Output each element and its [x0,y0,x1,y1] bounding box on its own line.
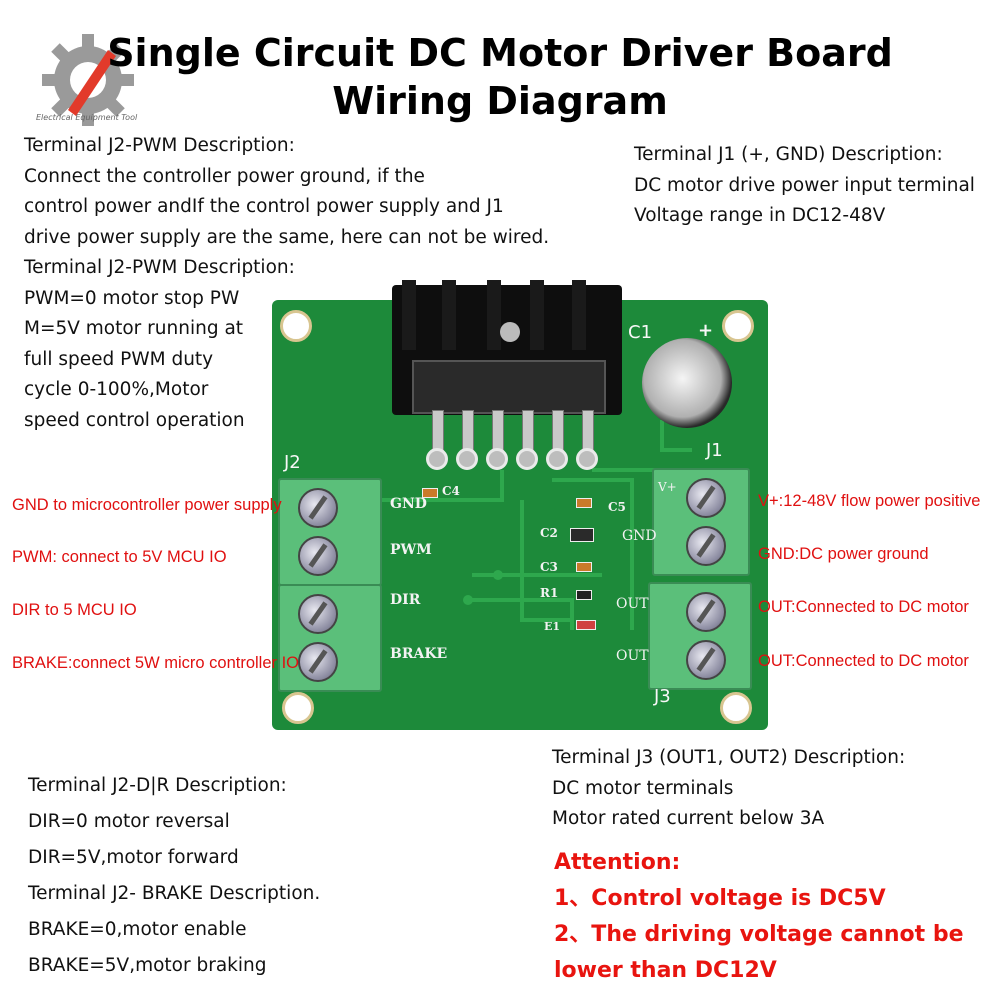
silk-c2: C2 [540,526,558,540]
logo-text: Electrical Equipment Tool [36,113,138,122]
mounting-hole [720,692,752,724]
attention-item: 2、The driving voltage cannot be [554,922,964,947]
j2-label: J2 [284,452,301,473]
j2-brake-screw [298,642,338,682]
desc-line: BRAKE=0,motor enable [28,919,247,940]
smd-component [570,528,594,542]
j2-pwm-screw [298,536,338,576]
heatsink-fin [572,280,586,350]
desc-line: Motor rated current below 3A [552,808,825,829]
desc-line: Connect the controller power ground, if … [24,165,425,187]
desc-line: control power andIf the control power su… [24,196,504,217]
desc-line: cycle 0-100%,Motor [24,379,209,400]
desc-line: BRAKE=5V,motor braking [28,955,267,976]
j3-out2-screw [686,640,726,680]
silk-c5: C5 [608,500,626,514]
attention-heading: Attention: [554,850,681,875]
smd-component [576,498,592,508]
desc-line: DC motor terminals [552,777,734,799]
j1-gnd-screw [686,526,726,566]
mounting-hole [280,310,312,342]
silk-e1: E1 [544,620,561,633]
desc-line: full speed PWM duty [24,348,214,370]
label-j2-pwm: PWM: connect to 5V MCU IO [12,548,227,566]
gear-logo-icon [38,30,138,130]
silk-c4: C4 [442,484,460,498]
smd-component [422,488,438,498]
silk-out2: OUT [616,648,649,664]
solder-pad [576,448,598,470]
heatsink-fin [402,280,416,350]
solder-pad [426,448,448,470]
capacitor-c1 [642,338,732,428]
driver-ic [412,360,606,414]
heatsink-fin [487,280,501,350]
desc-line: speed control operation [24,409,245,431]
silk-gnd: GND [390,496,427,512]
silk-brake: BRAKE [390,646,448,662]
attention-block: Attention: 1、Control voltage is DC5V 2、T… [554,845,964,989]
desc-line: Terminal J2-D|R Description: [28,775,287,796]
top-left-description: Terminal J2-PWM Description: Connect the… [24,131,549,436]
page-subtitle: Wiring Diagram [332,79,668,123]
label-j1-vplus: V+:12-48V flow power positive [758,492,981,510]
label-j3-out2: OUT:Connected to DC motor [758,652,969,670]
desc-line: Terminal J1 (+, GND) Description: [634,144,943,165]
label-j1-gnd: GND:DC power ground [758,545,929,563]
desc-line: Terminal J3 (OUT1, OUT2) Description: [552,747,906,768]
j3-out1-screw [686,592,726,632]
mounting-hole [722,310,754,342]
solder-pad [456,448,478,470]
desc-line: PWM=0 motor stop PW [24,287,240,309]
silk-dir: DIR [390,592,421,608]
bottom-right-description: Terminal J3 (OUT1, OUT2) Description: DC… [552,743,905,835]
heatsink-screw-icon [500,322,520,342]
silk-r1: R1 [540,586,559,600]
mounting-hole [282,692,314,724]
solder-pad [516,448,538,470]
attention-item: 1、Control voltage is DC5V [554,886,886,911]
j1-vplus-screw [686,478,726,518]
desc-line: Terminal J2-PWM Description: [24,257,295,278]
c1-label: C1 [628,322,653,343]
silk-j1-gnd: GND [622,528,657,544]
desc-line: DC motor drive power input terminal [634,174,975,196]
label-j2-dir: DIR to 5 MCU IO [12,601,137,619]
silk-out1: OUT [616,596,649,612]
desc-line: Terminal J2- BRAKE Description. [28,883,321,904]
solder-pad [486,448,508,470]
page-title: Single Circuit DC Motor Driver Board [107,31,893,75]
silk-c3: C3 [540,560,558,574]
circuit-board: C1 + J2 GND PWM DIR BRAKE C4 C5 C2 C3 R1… [272,280,768,730]
desc-line: Voltage range in DC12-48V [634,205,886,226]
j1-label: J1 [706,440,723,461]
top-right-description: Terminal J1 (+, GND) Description: DC mot… [634,140,975,232]
attention-item: lower than DC12V [554,958,777,983]
desc-line: DIR=5V,motor forward [28,847,239,868]
smd-component [576,620,596,630]
j2-dir-screw [298,594,338,634]
desc-line: M=5V motor running at [24,318,244,339]
j2-gnd-screw [298,488,338,528]
smd-component [576,590,592,600]
label-j2-brake: BRAKE:connect 5W micro controller IO [12,654,300,672]
smd-component [576,562,592,572]
silk-vplus: V+ [658,480,677,494]
label-j2-gnd: GND to microcontroller power supply [12,496,282,514]
silk-pwm: PWM [390,542,432,558]
heatsink-fin [442,280,456,350]
heatsink-fin [530,280,544,350]
desc-line: Terminal J2-PWM Description: [24,135,295,156]
j3-label: J3 [654,686,671,707]
bottom-left-description: Terminal J2-D|R Description: DIR=0 motor… [28,768,320,984]
solder-pad [546,448,568,470]
pcb-traces [382,420,692,630]
desc-line: DIR=0 motor reversal [28,811,230,832]
label-j3-out1: OUT:Connected to DC motor [758,598,969,616]
c1-plus-label: + [698,320,714,341]
desc-line: drive power supply are the same, here ca… [24,226,550,248]
